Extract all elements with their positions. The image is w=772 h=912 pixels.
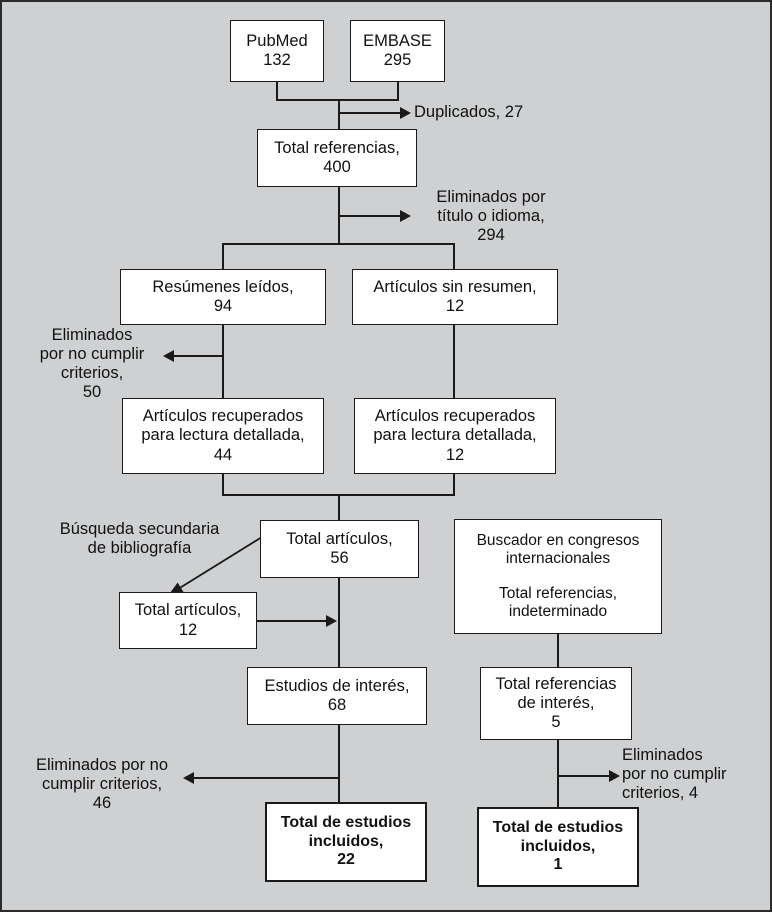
label-duplicados: Duplicados, 27 <box>414 103 524 121</box>
box-referencias-interes: Total referencias de interés, 5 <box>480 667 632 740</box>
box-buscador-congresos: Buscador en congresos internacionales To… <box>454 519 662 634</box>
connector-eliminados-50 <box>174 355 224 357</box>
connector-total12-to-spine <box>257 620 327 622</box>
connector-merge-to-total56 <box>338 494 340 520</box>
box-total-articulos-56: Total artículos, 56 <box>260 520 419 578</box>
connector-resumenes-down <box>222 325 224 398</box>
arrowhead-eliminados-50 <box>163 350 174 362</box>
box-embase: EMBASE 295 <box>350 20 445 82</box>
arrowhead-eliminados-titulo <box>400 210 411 222</box>
box-estudios-interes: Estudios de interés, 68 <box>247 667 427 725</box>
box-incluidos-derecha: Total de estudios incluidos, 1 <box>477 807 639 887</box>
box-pubmed: PubMed 132 <box>230 20 324 82</box>
connector-recup-der-down <box>453 474 455 496</box>
connector-split-right-down <box>453 243 455 269</box>
connector-total56-down <box>338 578 340 667</box>
label-eliminados-criterios-50: Eliminados por no cumplir criterios, 50 <box>39 326 145 402</box>
connector-embase-down <box>397 82 399 100</box>
arrowhead-duplicados <box>400 107 411 119</box>
connector-eliminados-4 <box>558 775 610 777</box>
connector-sources-join <box>276 99 399 101</box>
label-eliminados-criterios-46: Eliminados por no cumplir criterios, 46 <box>35 756 169 813</box>
label-eliminados-titulo: Eliminados por título o idioma, 294 <box>436 188 546 245</box>
connector-duplicados <box>339 112 401 114</box>
connector-spine-to-total <box>338 99 340 129</box>
connector-estudios-down <box>338 725 340 802</box>
arrowhead-eliminados-46 <box>183 772 194 784</box>
connector-busqueda-diagonal <box>168 536 263 595</box>
box-total-articulos-12: Total artículos, 12 <box>119 592 257 649</box>
connector-referencias-down <box>557 740 559 807</box>
arrowhead-total12-to-spine <box>326 615 337 627</box>
arrowhead-eliminados-4 <box>609 770 620 782</box>
connector-total-down <box>338 187 340 244</box>
box-incluidos-izquierda: Total de estudios incluidos, 22 <box>265 802 427 882</box>
connector-recup-izq-down <box>222 474 224 496</box>
connector-pubmed-down <box>276 82 278 100</box>
connector-congresos-down <box>557 634 559 667</box>
box-resumenes-leidos: Resúmenes leídos, 94 <box>120 269 326 325</box>
label-eliminados-criterios-4: Eliminados por no cumplir criterios, 4 <box>622 746 727 803</box>
label-busqueda-secundaria: Búsqueda secundaria de bibliografía <box>59 520 220 558</box>
box-recuperados-derecha: Artículos recuperados para lectura detal… <box>354 398 556 474</box>
box-total-referencias: Total referencias, 400 <box>257 129 417 187</box>
connector-eliminados-46 <box>194 777 339 779</box>
box-recuperados-izquierda: Artículos recuperados para lectura detal… <box>122 398 324 474</box>
connector-split-left-down <box>222 243 224 269</box>
box-articulos-sin-resumen: Artículos sin resumen, 12 <box>352 269 558 325</box>
connector-eliminados-titulo <box>339 215 401 217</box>
connector-sinresumen-down <box>453 325 455 398</box>
connector-split-row3 <box>222 243 454 245</box>
